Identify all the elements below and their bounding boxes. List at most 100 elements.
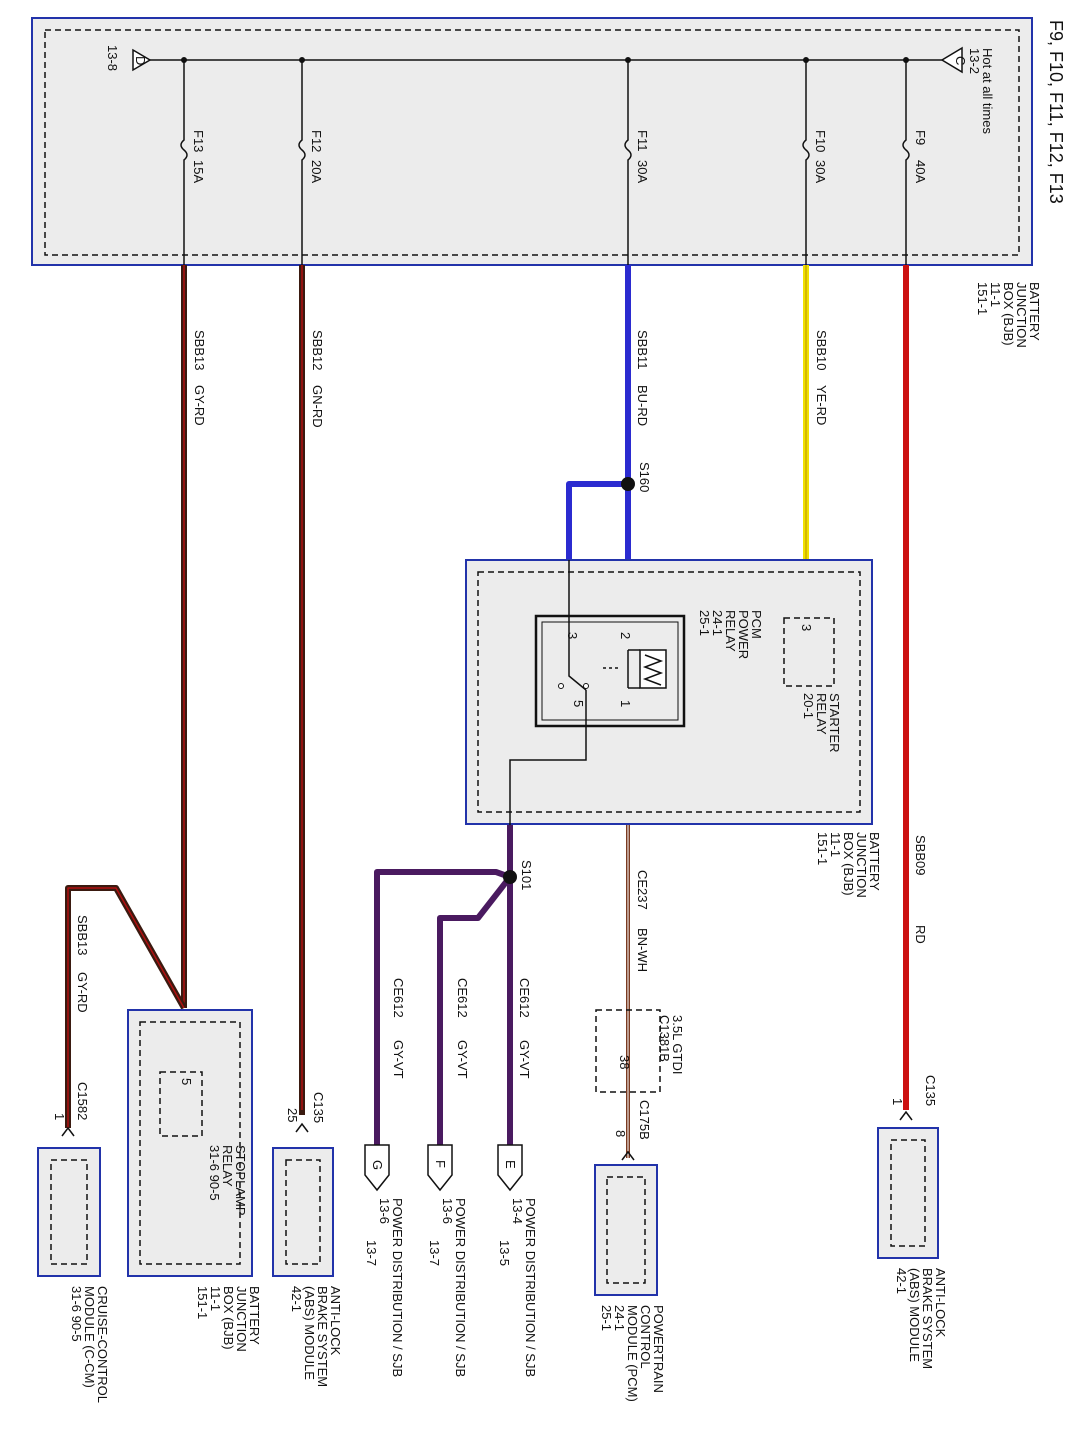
svg-text:F: F: [433, 1160, 448, 1168]
abs-module-top-label: ANTI-LOCK BRAKE SYSTEM (ABS) MODULE 42-1: [894, 1268, 948, 1369]
wire-ce612-g: [374, 869, 512, 1145]
svg-text:POWERTRAIN: POWERTRAIN: [651, 1305, 666, 1393]
wire-sbb12-color: GN-RD: [310, 385, 325, 428]
svg-text:24-1: 24-1: [710, 610, 725, 636]
wire-sbb09-color: RD: [913, 925, 928, 944]
svg-text:151-1: 151-1: [195, 1286, 210, 1319]
connector-c-letter: C: [953, 56, 968, 65]
relay-coil-wires: [627, 649, 640, 689]
relay-pin-5: 5: [571, 700, 586, 707]
connector-d-page: 13-8: [105, 45, 120, 71]
c135-abs1-connector-icon: [899, 1110, 913, 1121]
svg-text:POWER DISTRIBUTION / SJB: POWER DISTRIBUTION / SJB: [390, 1198, 405, 1377]
svg-text:13-6: 13-6: [440, 1198, 455, 1224]
fuse-f12: F12 20A: [298, 57, 324, 265]
svg-text:POWER DISTRIBUTION / SJB: POWER DISTRIBUTION / SJB: [523, 1198, 538, 1377]
wire-ce612-g-color: GY-VT: [391, 1040, 406, 1079]
svg-text:42-1: 42-1: [289, 1286, 304, 1312]
svg-text:G: G: [370, 1160, 385, 1170]
c135-abs1-name: C135: [923, 1075, 938, 1106]
svg-text:20-1: 20-1: [801, 693, 816, 719]
bjb-stoplamp-inner: [139, 1021, 241, 1265]
connector-d-letter: D: [133, 56, 148, 65]
svg-text:(ABS) MODULE: (ABS) MODULE: [907, 1268, 922, 1362]
svg-text:PCM: PCM: [749, 610, 764, 639]
bjb-stoplamp-box: [127, 1009, 253, 1277]
svg-text:CRUISE-CONTROL: CRUISE-CONTROL: [95, 1286, 110, 1403]
c175b-name: C175B: [637, 1100, 652, 1140]
svg-text:BOX (BJB): BOX (BJB): [841, 832, 856, 896]
pcm-module-inner: [606, 1176, 646, 1284]
bjb-bottom-name: BATTERY JUNCTION BOX (BJB) 11-1 151-1: [195, 1286, 262, 1352]
relay-pin-1: 1: [618, 700, 633, 707]
wire-sbb10-color: YE-RD: [814, 385, 829, 425]
svg-text:30A: 30A: [635, 160, 650, 183]
splice-s160: [621, 477, 635, 491]
stoplamp-relay-outline: [159, 1071, 203, 1137]
svg-text:30A: 30A: [813, 160, 828, 183]
relay-pin-2: 2: [618, 632, 633, 639]
svg-text:F10: F10: [813, 130, 828, 152]
svg-text:CONTROL: CONTROL: [638, 1305, 653, 1369]
svg-text:25-1: 25-1: [697, 610, 712, 636]
stoplamp-relay-label: STOPLAMP RELAY 31-6 90-5: [207, 1145, 248, 1216]
page-title: F9, F10, F11, F12, F13: [1046, 20, 1066, 204]
cruise-module: [37, 1147, 101, 1277]
wire-sbb12-label: SBB12: [310, 330, 325, 370]
wire-ce612-g-label: CE612: [391, 978, 406, 1018]
wire-ce612-f-label: CE612: [455, 978, 470, 1018]
splice-s101-label: S101: [519, 860, 534, 890]
connector-c1381b: [595, 1009, 661, 1093]
wire-sbb11-label: SBB11: [635, 330, 650, 370]
svg-text:11-1: 11-1: [208, 1286, 223, 1311]
svg-text:13-6: 13-6: [377, 1198, 392, 1224]
c1381b-pin: 38: [617, 1055, 632, 1069]
relay-switch-arm: [568, 560, 587, 691]
wire-sbb13-lower-stripe: [67, 887, 185, 1128]
starter-relay-label: STARTER RELAY 20-1: [801, 693, 842, 752]
bjb-top-name: BATTERY JUNCTION BOX (BJB) 11-1 151-1: [975, 282, 1042, 348]
svg-text:F12: F12: [309, 130, 324, 152]
abs-module-bottom-inner: [285, 1159, 321, 1265]
svg-text:42-1: 42-1: [894, 1268, 909, 1294]
svg-text:STARTER: STARTER: [827, 693, 842, 752]
abs-module-bottom: [272, 1147, 334, 1277]
bjb-middle-name: BATTERY JUNCTION BOX (BJB) 11-1 151-1: [815, 832, 882, 898]
c1582-connector-icon: [61, 1126, 75, 1137]
wire-ce612-e-color: GY-VT: [517, 1040, 532, 1079]
svg-text:11-1: 11-1: [828, 832, 843, 857]
svg-text:MODULE (C-CM): MODULE (C-CM): [82, 1286, 97, 1388]
bjb-relay-inner: [477, 571, 861, 813]
relay-output-wire: [509, 690, 587, 825]
c135-abs2-connector-icon: [295, 1122, 309, 1133]
c135-abs2-pin: 25: [285, 1108, 300, 1122]
svg-text:15A: 15A: [191, 160, 206, 183]
c1381b-note: 3.5L GTDI: [670, 1015, 685, 1074]
svg-text:JUNCTION: JUNCTION: [1014, 282, 1029, 348]
starter-relay-outline: [783, 617, 835, 687]
svg-text:ANTI-LOCK: ANTI-LOCK: [328, 1286, 343, 1356]
wire-sbb11-color: BU-RD: [635, 385, 650, 426]
svg-text:13-5: 13-5: [497, 1240, 512, 1266]
power-dist-e: E POWER DISTRIBUTION / SJB 13-4 13-5: [497, 1144, 538, 1377]
svg-text:31-6 90-5: 31-6 90-5: [207, 1145, 222, 1201]
pcm-relay-outline: [534, 614, 686, 728]
svg-text:151-1: 151-1: [815, 832, 830, 865]
fuse-f11: F11 30A: [624, 57, 650, 265]
c135-abs2-name: C135: [311, 1092, 326, 1123]
pcm-relay-label: PCM POWER RELAY 24-1 25-1: [697, 610, 764, 659]
svg-text:151-1: 151-1: [975, 282, 990, 315]
wire-ce237-label: CE237: [635, 870, 650, 910]
svg-text:STOPLAMP: STOPLAMP: [233, 1145, 248, 1216]
cruise-module-label: CRUISE-CONTROL MODULE (C-CM) 31-6 90-5: [69, 1286, 110, 1403]
abs-module-top: [877, 1127, 939, 1259]
wire-ce612-e-label: CE612: [517, 978, 532, 1018]
wire-sbb13b-label: SBB13: [75, 915, 90, 955]
power-dist-f: F POWER DISTRIBUTION / SJB 13-6 13-7: [427, 1144, 468, 1377]
abs-module-bottom-label: ANTI-LOCK BRAKE SYSTEM (ABS) MODULE 42-1: [289, 1286, 343, 1387]
svg-text:40A: 40A: [913, 160, 928, 183]
svg-text:11-1: 11-1: [988, 282, 1003, 307]
connector-d-icon: [132, 48, 152, 72]
